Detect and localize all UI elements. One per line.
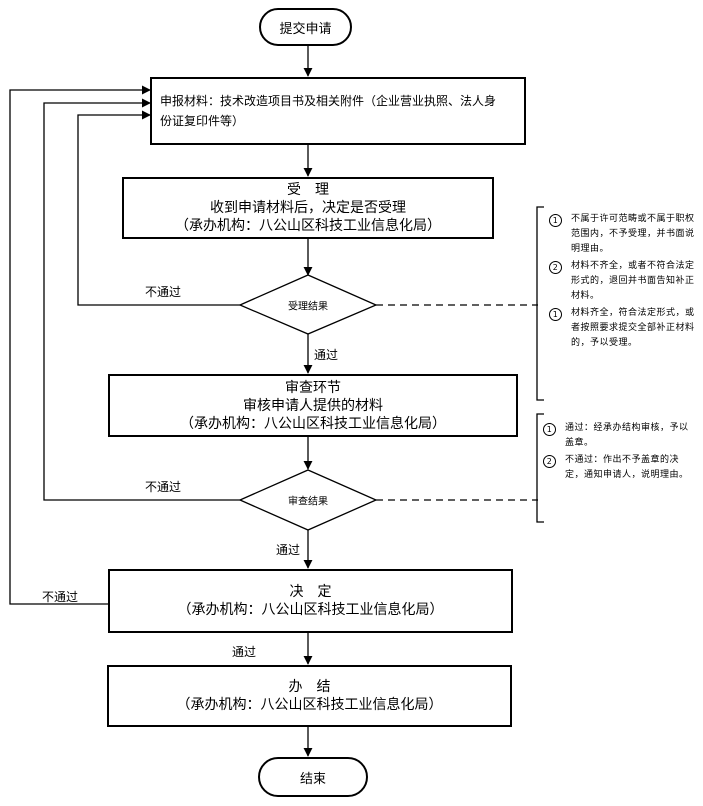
materials-box: 申报材料：技术改造项目书及相关附件（企业营业执照、法人身 份证复印件等）	[150, 77, 526, 145]
accept-title: 受 理	[287, 182, 329, 198]
review-notes: 1 通过：经承办结构审核，予以盖章。 2 不通过：作出不予盖章的决定，通知申请人…	[543, 421, 693, 485]
materials-line1: 申报材料：技术改造项目书及相关附件（企业营业执照、法人身	[160, 94, 497, 108]
accept-note-num: 1	[549, 308, 562, 321]
accept-note-text: 不属于许可范畴或不属于职权范围内，不予受理，并书面说明理由。	[571, 214, 695, 254]
review-line1: 审核申请人提供的材料	[243, 397, 383, 414]
review-pass-label: 通过	[276, 543, 301, 557]
decision-pass-label: 通过	[232, 645, 257, 659]
complete-title: 办 结	[288, 679, 331, 695]
review-note-item: 2 不通过：作出不予盖章的决定，通知申请人，说明理由。	[543, 453, 693, 483]
end-terminal: 结束	[258, 757, 368, 797]
accept-note-num: 1	[549, 214, 562, 227]
accept-result-diamond	[238, 274, 378, 335]
loop-review-fail	[43, 98, 240, 501]
review-title: 审查环节	[285, 379, 341, 396]
accept-note-text: 材料齐全，符合法定形式，或者按照要求提交全部补正材料的，予以受理。	[571, 308, 695, 348]
decision-title: 决 定	[289, 584, 332, 600]
review-fail-label: 不通过	[145, 480, 182, 494]
start-label: 提交申请	[279, 21, 332, 37]
review-note-text: 不通过：作出不予盖章的决定，通知申请人，说明理由。	[565, 455, 689, 480]
review-result-label: 审查结果	[288, 496, 328, 508]
accept-fail-label: 不通过	[145, 285, 182, 299]
complete-box: 办 结 （承办机构：八公山区科技工业信息化局）	[107, 665, 512, 727]
accept-pass-label: 通过	[314, 348, 339, 362]
accept-box: 受 理 收到申请材料后，决定是否受理 （承办机构：八公山区科技工业信息化局）	[122, 177, 494, 239]
review-note-num: 1	[543, 423, 556, 436]
review-line2: （承办机构：八公山区科技工业信息化局）	[180, 415, 446, 432]
review-note-item: 1 通过：经承办结构审核，予以盖章。	[543, 421, 693, 451]
bracket-accept-note	[536, 206, 544, 401]
decision-fail-label: 不通过	[42, 590, 79, 604]
complete-line1: （承办机构：八公山区科技工业信息化局）	[176, 697, 443, 713]
decision-box: 决 定 （承办机构：八公山区科技工业信息化局）	[108, 569, 513, 633]
review-result-diamond	[238, 469, 378, 531]
review-box: 审查环节 审核申请人提供的材料 （承办机构：八公山区科技工业信息化局）	[108, 374, 518, 437]
accept-result-label: 受理结果	[288, 301, 328, 313]
accept-notes: 1 不属于许可范畴或不属于职权范围内，不予受理，并书面说明理由。 2 材料不齐全…	[549, 212, 699, 353]
accept-note-num: 2	[549, 261, 562, 274]
accept-line1: 收到申请材料后，决定是否受理	[210, 200, 406, 216]
review-note-text: 通过：经承办结构审核，予以盖章。	[565, 423, 689, 448]
decision-line1: （承办机构：八公山区科技工业信息化局）	[177, 602, 444, 618]
loop-accept-fail	[77, 110, 240, 306]
review-note-num: 2	[543, 455, 556, 468]
accept-line2: （承办机构：八公山区科技工业信息化局）	[175, 218, 441, 234]
accept-note-text: 材料不齐全，或者不符合法定形式的，退回并书面告知补正材料。	[571, 261, 695, 301]
bracket-review-note	[536, 413, 544, 523]
accept-note-item: 2 材料不齐全，或者不符合法定形式的，退回并书面告知补正材料。	[549, 259, 699, 304]
end-label: 结束	[299, 771, 326, 787]
loop-decision-fail	[9, 85, 151, 605]
start-terminal: 提交申请	[259, 8, 352, 46]
accept-note-item: 1 不属于许可范畴或不属于职权范围内，不予受理，并书面说明理由。	[549, 212, 699, 257]
materials-line2: 份证复印件等）	[160, 114, 245, 128]
accept-note-item: 1 材料齐全，符合法定形式，或者按照要求提交全部补正材料的，予以受理。	[549, 306, 699, 351]
